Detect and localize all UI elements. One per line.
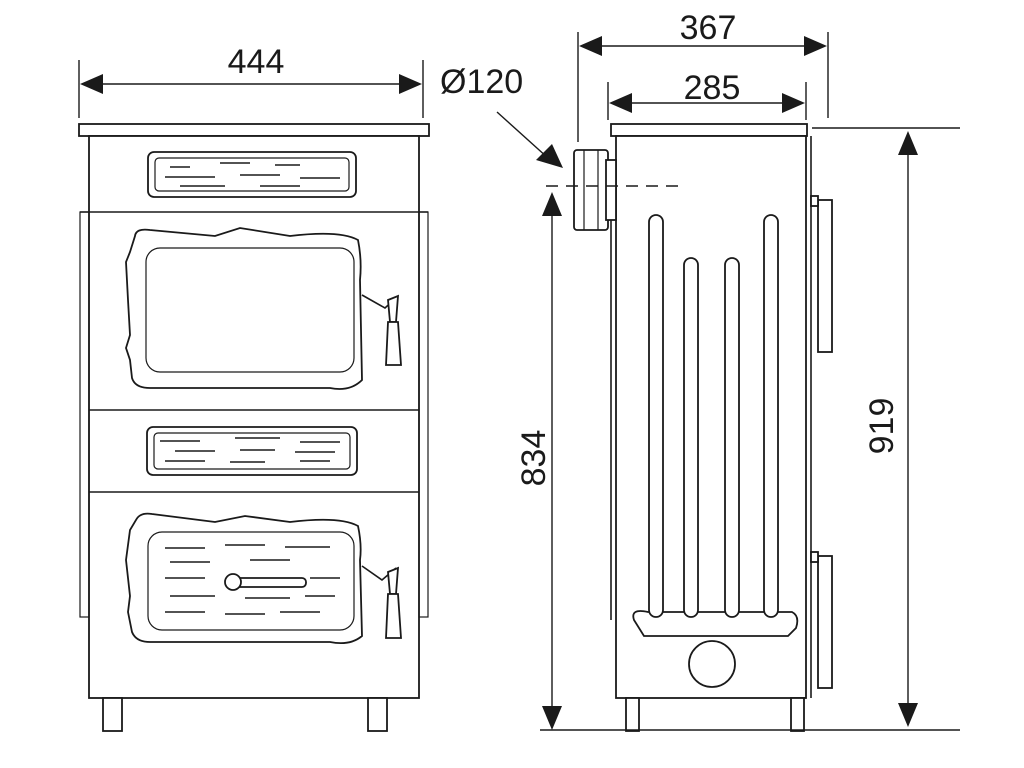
dim-label-flue-diameter: Ø120 xyxy=(440,63,523,101)
front-top-plate xyxy=(78,123,430,137)
front-leg-left xyxy=(102,697,123,732)
air-damper-slider xyxy=(231,577,307,588)
side-leg-back xyxy=(625,697,640,732)
damper-knob xyxy=(224,573,242,591)
dim-label-total-height: 919 xyxy=(863,398,901,455)
dim-label-side-depth-total: 367 xyxy=(680,9,737,47)
lower-ash-door xyxy=(125,512,402,645)
dim-label-side-depth-body: 285 xyxy=(684,69,741,107)
flue-pipe xyxy=(573,149,617,231)
front-left-flange xyxy=(79,211,90,618)
upper-firebox-door xyxy=(125,227,402,390)
side-leg-front xyxy=(790,697,805,732)
dim-label-front-width: 444 xyxy=(228,43,285,81)
air-inlet-port xyxy=(688,640,736,688)
upper-door-edge xyxy=(817,199,833,353)
front-view xyxy=(78,123,430,732)
lower-vent-grille xyxy=(146,426,358,476)
front-right-flange xyxy=(418,211,429,618)
upper-vent-grille xyxy=(147,151,357,198)
side-view xyxy=(573,123,833,732)
heat-exchanger-tubes xyxy=(632,214,799,637)
side-top-plate xyxy=(610,123,808,137)
front-leg-right xyxy=(367,697,388,732)
dim-label-flue-height: 834 xyxy=(515,430,553,487)
lower-door-edge xyxy=(817,555,833,689)
dimension-lines xyxy=(78,32,960,731)
